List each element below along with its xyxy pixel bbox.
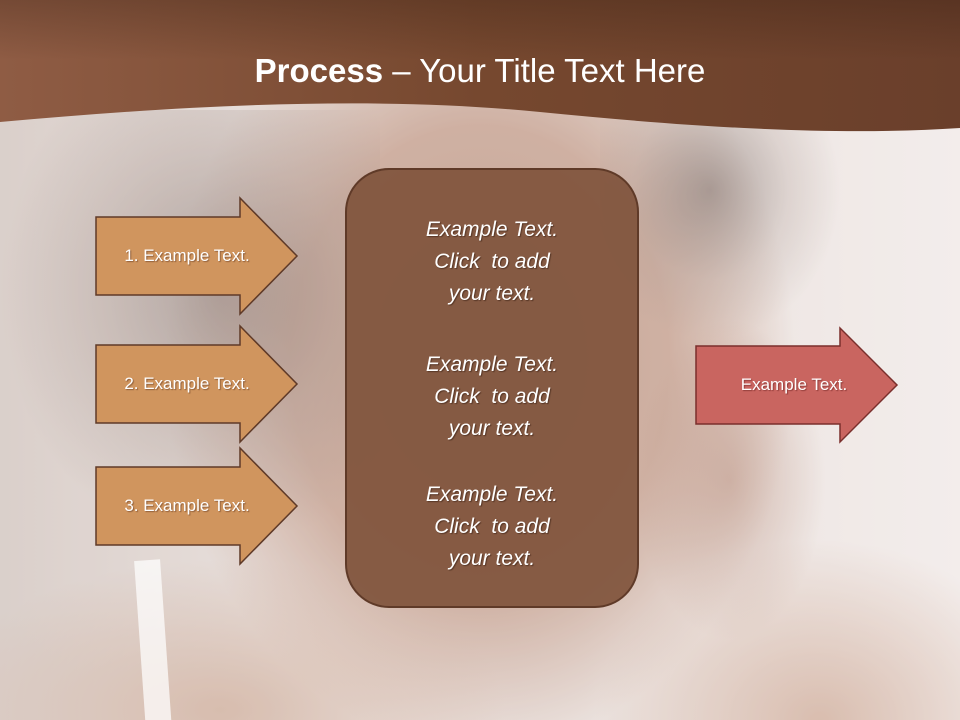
step-label: 1. Example Text. [124,246,250,265]
text-line: your text. [448,282,536,305]
title-rest: – Your Title Text Here [383,52,706,89]
text-block-3[interactable]: Example Text. Click to add your text. [347,479,637,575]
text-line: Example Text. [425,218,559,241]
center-text-box[interactable]: Example Text. Click to add your text. Ex… [345,168,639,608]
text-line: Example Text. [425,353,559,376]
text-line: Example Text. [425,483,559,506]
text-line: Click to add [434,515,550,538]
text-line: your text. [448,417,536,440]
text-line: Click to add [434,385,550,408]
text-block-2[interactable]: Example Text. Click to add your text. [347,349,637,445]
output-label: Example Text. [740,375,848,394]
header-band: Process – Your Title Text Here [0,0,960,140]
step-arrow-1[interactable]: 1. Example Text. [95,196,299,316]
slide-title[interactable]: Process – Your Title Text Here [0,52,960,90]
step-label: 3. Example Text. [124,496,250,515]
step-arrow-2[interactable]: 2. Example Text. [95,324,299,444]
text-line: your text. [448,547,536,570]
text-line: Click to add [434,250,550,273]
step-arrow-3[interactable]: 3. Example Text. [95,446,299,566]
step-label: 2. Example Text. [124,374,250,393]
text-block-1[interactable]: Example Text. Click to add your text. [347,214,637,310]
output-arrow[interactable]: Example Text. [695,326,899,444]
title-bold: Process [254,52,384,89]
